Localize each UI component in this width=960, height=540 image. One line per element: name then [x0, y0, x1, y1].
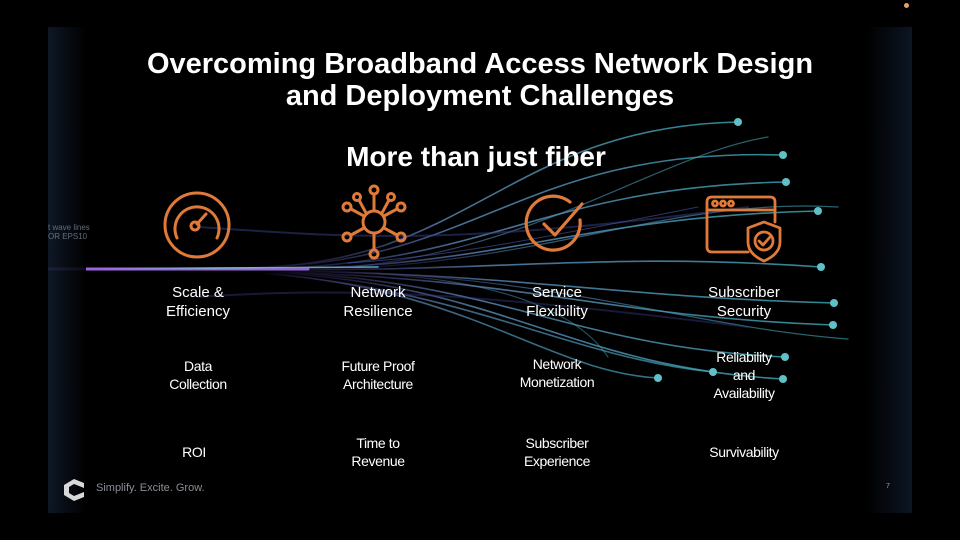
item-data-collection: Data Collection	[169, 358, 227, 392]
accent-dot	[904, 3, 909, 8]
right-edge-glow	[867, 27, 912, 513]
item-reliability: Reliability and Availability	[713, 349, 775, 401]
slide: t wave lines OR EPS10 Overcoming Broadba…	[48, 27, 912, 513]
browser-shield-icon	[705, 195, 782, 263]
column-heading-scale: Scale & Efficiency	[166, 284, 230, 320]
slide-title: Overcoming Broadband Access Network Desi…	[146, 48, 814, 112]
company-logo-icon	[64, 479, 84, 501]
item-roi: ROI	[182, 444, 206, 460]
slide-subtitle: More than just fiber	[346, 141, 606, 172]
left-edge-glow	[48, 27, 86, 513]
column-heading-service: Service Flexibility	[526, 284, 588, 320]
checkmark-circle-icon	[524, 194, 584, 252]
network-hub-icon	[341, 184, 407, 260]
column-heading-network: Network Resilience	[343, 284, 413, 320]
item-subscriber-experience: Subscriber Experience	[523, 435, 591, 469]
item-network-monetization: Network Monetization	[519, 356, 595, 390]
item-future-proof: Future Proof Architecture	[341, 358, 415, 392]
footer-tagline: Simplify. Excite. Grow.	[96, 482, 205, 494]
item-time-to-revenue: Time to Revenue	[351, 435, 405, 469]
speedometer-icon	[163, 191, 231, 259]
page-number: 7	[886, 483, 890, 490]
column-heading-security: Subscriber Security	[708, 284, 780, 320]
faded-background-text: t wave lines OR EPS10	[48, 223, 90, 241]
item-survivability: Survivability	[709, 444, 779, 460]
